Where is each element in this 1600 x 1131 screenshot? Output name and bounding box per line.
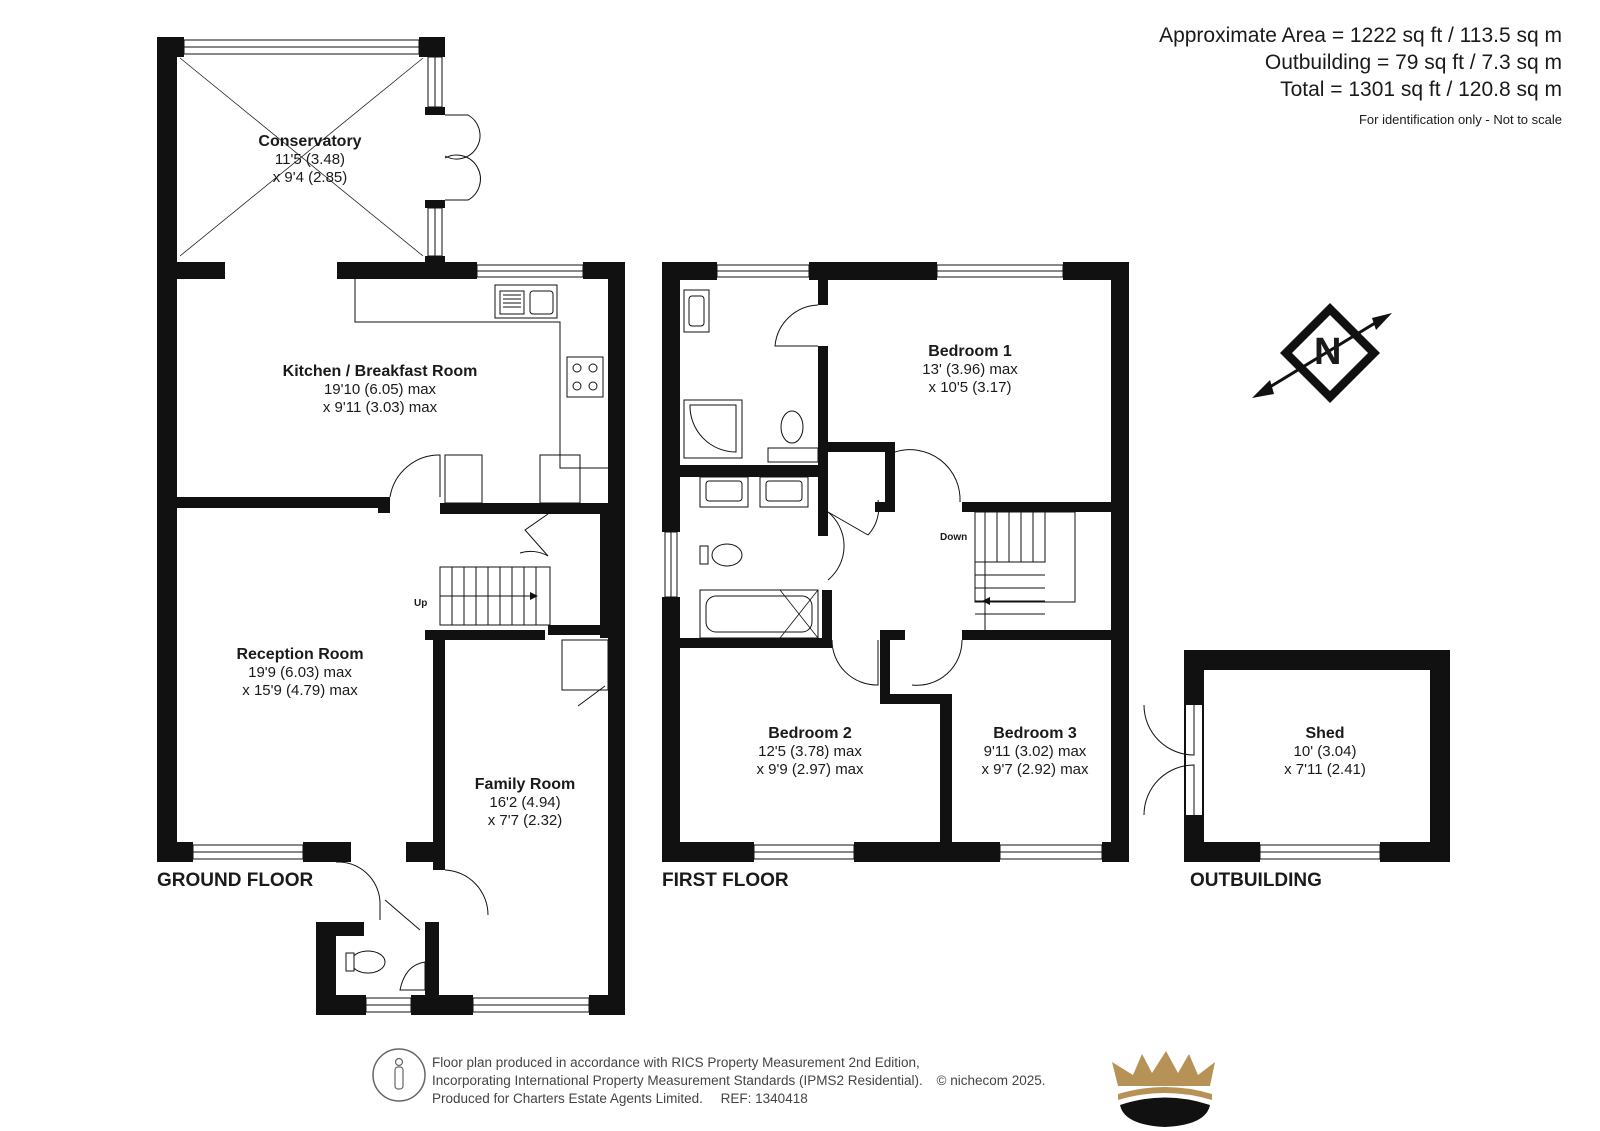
room-family: Family Room 16'2 (4.94) x 7'7 (2.32) [445, 776, 605, 830]
footer-line-2: Incorporating International Property Mea… [432, 1072, 1046, 1090]
footer-ref: REF: 1340418 [720, 1091, 808, 1106]
room-dimension: 10' (3.04) [1293, 743, 1357, 760]
first-floor-fittings [683, 289, 1076, 686]
room-dimension: x 7'11 (2.41) [1284, 761, 1366, 778]
first-floor-plan [662, 262, 1129, 862]
room-dimension: 13' (3.96) max [922, 361, 1018, 378]
area-summary: Approximate Area = 1222 sq ft / 113.5 sq… [1042, 22, 1562, 132]
outbuilding-area: Outbuilding = 79 sq ft / 7.3 sq m [1264, 51, 1562, 74]
person-icon [372, 1048, 426, 1102]
approximate-area: Approximate Area = 1222 sq ft / 113.5 sq… [1159, 24, 1562, 47]
footer-line-1: Floor plan produced in accordance with R… [432, 1055, 920, 1070]
ground-floor-walls [157, 262, 625, 1015]
room-dimension: 12'5 (3.78) max [758, 743, 862, 760]
room-dimension: x 10'5 (3.17) [928, 379, 1012, 396]
ground-floor-doors [335, 639, 609, 991]
room-bedroom-1: Bedroom 1 13' (3.96) max x 10'5 (3.17) [880, 343, 1060, 397]
room-dimension: 9'11 (3.02) max [983, 743, 1087, 760]
conservatory-structure [157, 37, 481, 272]
footer-produced-for: Produced for Charters Estate Agents Limi… [432, 1091, 703, 1106]
room-bedroom-3: Bedroom 3 9'11 (3.02) max x 9'7 (2.92) m… [950, 725, 1120, 779]
ground-floor-plan [157, 37, 625, 1015]
room-dimension: x 9'11 (3.03) max [322, 399, 438, 416]
room-bedroom-2: Bedroom 2 12'5 (3.78) max x 9'9 (2.97) m… [715, 725, 905, 779]
compass-rose [1252, 303, 1392, 403]
stairs-up [439, 513, 551, 626]
first-floor-walls [662, 262, 1129, 862]
footer-note: Floor plan produced in accordance with R… [432, 1054, 1046, 1108]
room-dimension: 16'2 (4.94) [489, 794, 561, 811]
room-shed: Shed 10' (3.04) x 7'11 (2.41) [1240, 725, 1410, 779]
room-name: Reception Room [236, 646, 364, 663]
room-name: Bedroom 3 [993, 725, 1077, 742]
room-conservatory: Conservatory 11'5 (3.48) x 9'4 (2.85) [200, 133, 420, 187]
ground-floor-label: GROUND FLOOR [157, 870, 314, 891]
compass-letter: N [1314, 331, 1342, 373]
room-reception: Reception Room 19'9 (6.03) max x 15'9 (4… [190, 646, 410, 700]
room-dimension: x 15'9 (4.79) max [242, 682, 358, 699]
room-dimension: x 9'7 (2.92) max [981, 761, 1089, 778]
outbuilding-plan [1143, 650, 1450, 862]
kitchen-units [354, 279, 610, 504]
total-area: Total = 1301 sq ft / 120.8 sq m [1280, 78, 1562, 101]
room-dimension: x 7'7 (2.32) [487, 812, 563, 829]
scale-note: For identification only - Not to scale [1358, 112, 1562, 127]
room-kitchen: Kitchen / Breakfast Room 19'10 (6.05) ma… [250, 363, 510, 417]
outbuilding-label: OUTBUILDING [1190, 870, 1322, 891]
footer-line-3: Produced for Charters Estate Agents Limi… [432, 1090, 1032, 1108]
room-dimension: 11'5 (3.48) [274, 151, 346, 168]
footer-standards: Incorporating International Property Mea… [432, 1073, 923, 1088]
room-name: Bedroom 2 [768, 725, 852, 742]
crown-logo [1112, 1051, 1215, 1127]
first-floor-label: FIRST FLOOR [662, 870, 789, 891]
room-dimension: 19'10 (6.05) max [323, 381, 437, 398]
footer-copyright: © nichecom 2025. [936, 1073, 1046, 1088]
room-name: Family Room [474, 776, 576, 793]
stairs-down-label: Down [940, 532, 968, 543]
room-name: Conservatory [258, 133, 362, 150]
stairs-up-label: Up [414, 598, 428, 609]
room-dimension: x 9'9 (2.97) max [756, 761, 864, 778]
room-name: Kitchen / Breakfast Room [282, 363, 478, 380]
room-name: Bedroom 1 [928, 343, 1012, 360]
room-dimension: x 9'4 (2.85) [272, 169, 348, 186]
room-name: Shed [1305, 725, 1345, 742]
room-dimension: 19'9 (6.03) max [248, 664, 352, 681]
